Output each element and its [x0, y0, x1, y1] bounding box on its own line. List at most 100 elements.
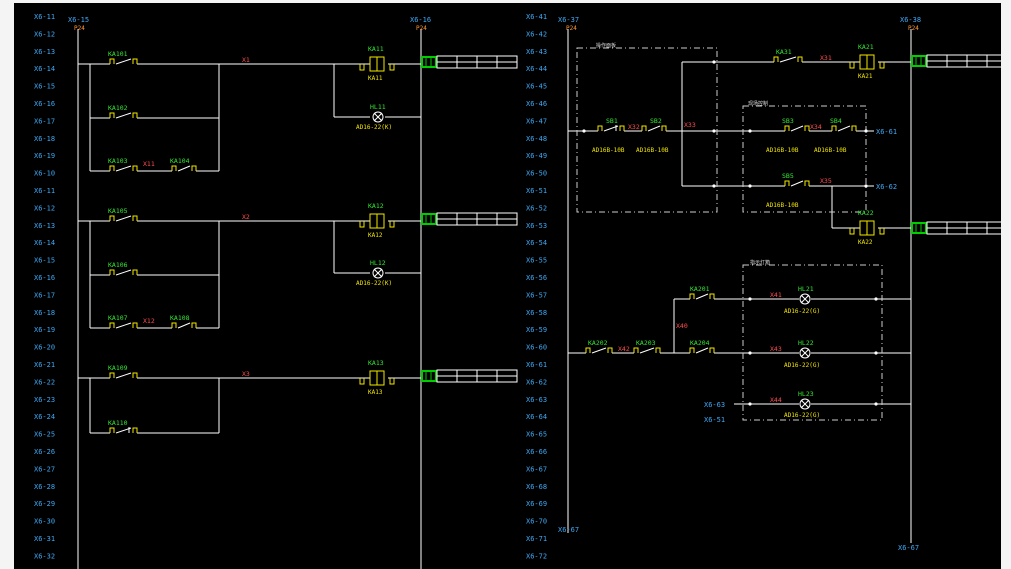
contact-label: KA102	[108, 104, 128, 112]
row-number: X6-57	[526, 291, 547, 299]
contact-label: KA108	[170, 314, 190, 322]
left-row-numbers: X6-11X6-12X6-13X6-14X6-15X6-16X6-17X6-18…	[34, 13, 55, 560]
contact-pad	[109, 58, 115, 64]
row-number: X6-65	[526, 431, 547, 439]
row-number: X6-16	[34, 274, 55, 282]
contact-pad	[804, 125, 810, 131]
row-number: X6-17	[34, 117, 55, 125]
row-number: X6-21	[34, 361, 55, 369]
coil-sub-label: KA21	[858, 73, 873, 80]
row-number: X6-11	[34, 187, 55, 195]
contact-blade	[790, 180, 804, 187]
row-number: X6-45	[526, 83, 547, 91]
left-sheet	[77, 29, 422, 569]
row-number: X6-29	[34, 500, 55, 508]
coil-label: KA12	[368, 202, 384, 210]
contact-pad	[709, 347, 715, 353]
coil-pad	[359, 64, 365, 71]
row-number: X6-26	[34, 448, 55, 456]
left-terminal-strips	[421, 55, 518, 383]
row-number: X6-12	[34, 204, 55, 212]
lamp-icon-hl22	[799, 347, 811, 359]
contact-label: KA103	[108, 157, 128, 165]
contact-blade	[177, 322, 191, 329]
wire-label: X41	[770, 291, 782, 299]
row-number: X6-67	[526, 465, 547, 473]
contact-blade	[695, 347, 709, 354]
contact-blade	[790, 125, 804, 132]
contact-pad	[191, 322, 197, 328]
row-number: X6-41	[526, 13, 547, 21]
row-number: X6-13	[34, 222, 55, 230]
wire-label: X34	[810, 123, 822, 131]
row-number: X6-58	[526, 309, 547, 317]
contact-blade	[177, 165, 191, 172]
contact-pad	[132, 165, 138, 171]
row-number: X6-27	[34, 465, 55, 473]
row-number: X6-24	[34, 413, 55, 421]
contact-pad	[132, 372, 138, 378]
row-number: X6-53	[526, 222, 547, 230]
coil-pad	[389, 64, 395, 71]
terminal-strip	[421, 212, 518, 226]
row-number: X6-13	[34, 48, 55, 56]
row-number: X6-54	[526, 239, 547, 247]
contact-label: KA107	[108, 314, 128, 322]
contact-pad	[132, 322, 138, 328]
contact-pad	[619, 125, 625, 131]
row-number: X6-69	[526, 500, 547, 508]
coil-pad	[359, 221, 365, 228]
contact-pad	[831, 125, 837, 131]
contact-pad	[132, 427, 138, 433]
contact-pad	[655, 347, 661, 353]
wire-label: X3	[242, 370, 250, 378]
contact-pad	[109, 427, 115, 433]
wire-label: X2	[242, 213, 250, 221]
coil-label: KA21	[858, 43, 874, 51]
wire-label: X31	[820, 54, 832, 62]
button-label: SB4	[830, 117, 842, 125]
right-rail-right-bottom: X6-67	[898, 544, 919, 552]
wire-label: X33	[684, 121, 696, 129]
lamp-label: HL22	[798, 339, 814, 347]
contact-pad	[171, 322, 177, 328]
ladder-schematic[interactable]: X6-11X6-12X6-13X6-14X6-15X6-16X6-17X6-18…	[14, 3, 1001, 569]
right-rail-right-sub: P24	[908, 25, 919, 32]
contact-blade	[695, 293, 709, 300]
dashed-boxes	[576, 47, 883, 421]
button-label: SB1	[606, 117, 618, 125]
row-number: X6-30	[34, 518, 55, 526]
button-sub-label: AD16B-10B	[636, 147, 669, 154]
contact-pad	[171, 165, 177, 171]
contact-label: KA202	[588, 339, 608, 347]
row-number: X6-10	[34, 170, 55, 178]
contact-pad	[641, 125, 647, 131]
right-rail-label: X6-37	[558, 16, 579, 24]
lamp-sub-label: AD16-22(G)	[784, 308, 820, 315]
row-number: X6-22	[34, 378, 55, 386]
contact-pad	[109, 165, 115, 171]
wire-label: X11	[143, 160, 155, 168]
row-number: X6-18	[34, 135, 55, 143]
contact-pad	[191, 165, 197, 171]
contact-label: KA109	[108, 364, 128, 372]
right-contacts	[585, 56, 885, 354]
row-number: X6-59	[526, 326, 547, 334]
row-number: X6-14	[34, 239, 55, 247]
row-number: X6-19	[34, 326, 55, 334]
coil-pad	[879, 228, 885, 235]
row-number: X6-60	[526, 344, 547, 352]
coil-pad	[879, 62, 885, 69]
contact-blade	[837, 125, 851, 132]
coil-sub-label: KA12	[368, 232, 383, 239]
contact-pad	[633, 347, 639, 353]
cross-reference: X6-63	[704, 401, 725, 409]
row-number: X6-31	[34, 535, 55, 543]
cross-reference: X6-61	[876, 128, 897, 136]
button-label: SB2	[650, 117, 662, 125]
terminal-strip	[421, 55, 518, 69]
contact-pad	[109, 269, 115, 275]
row-number: X6-61	[526, 361, 547, 369]
